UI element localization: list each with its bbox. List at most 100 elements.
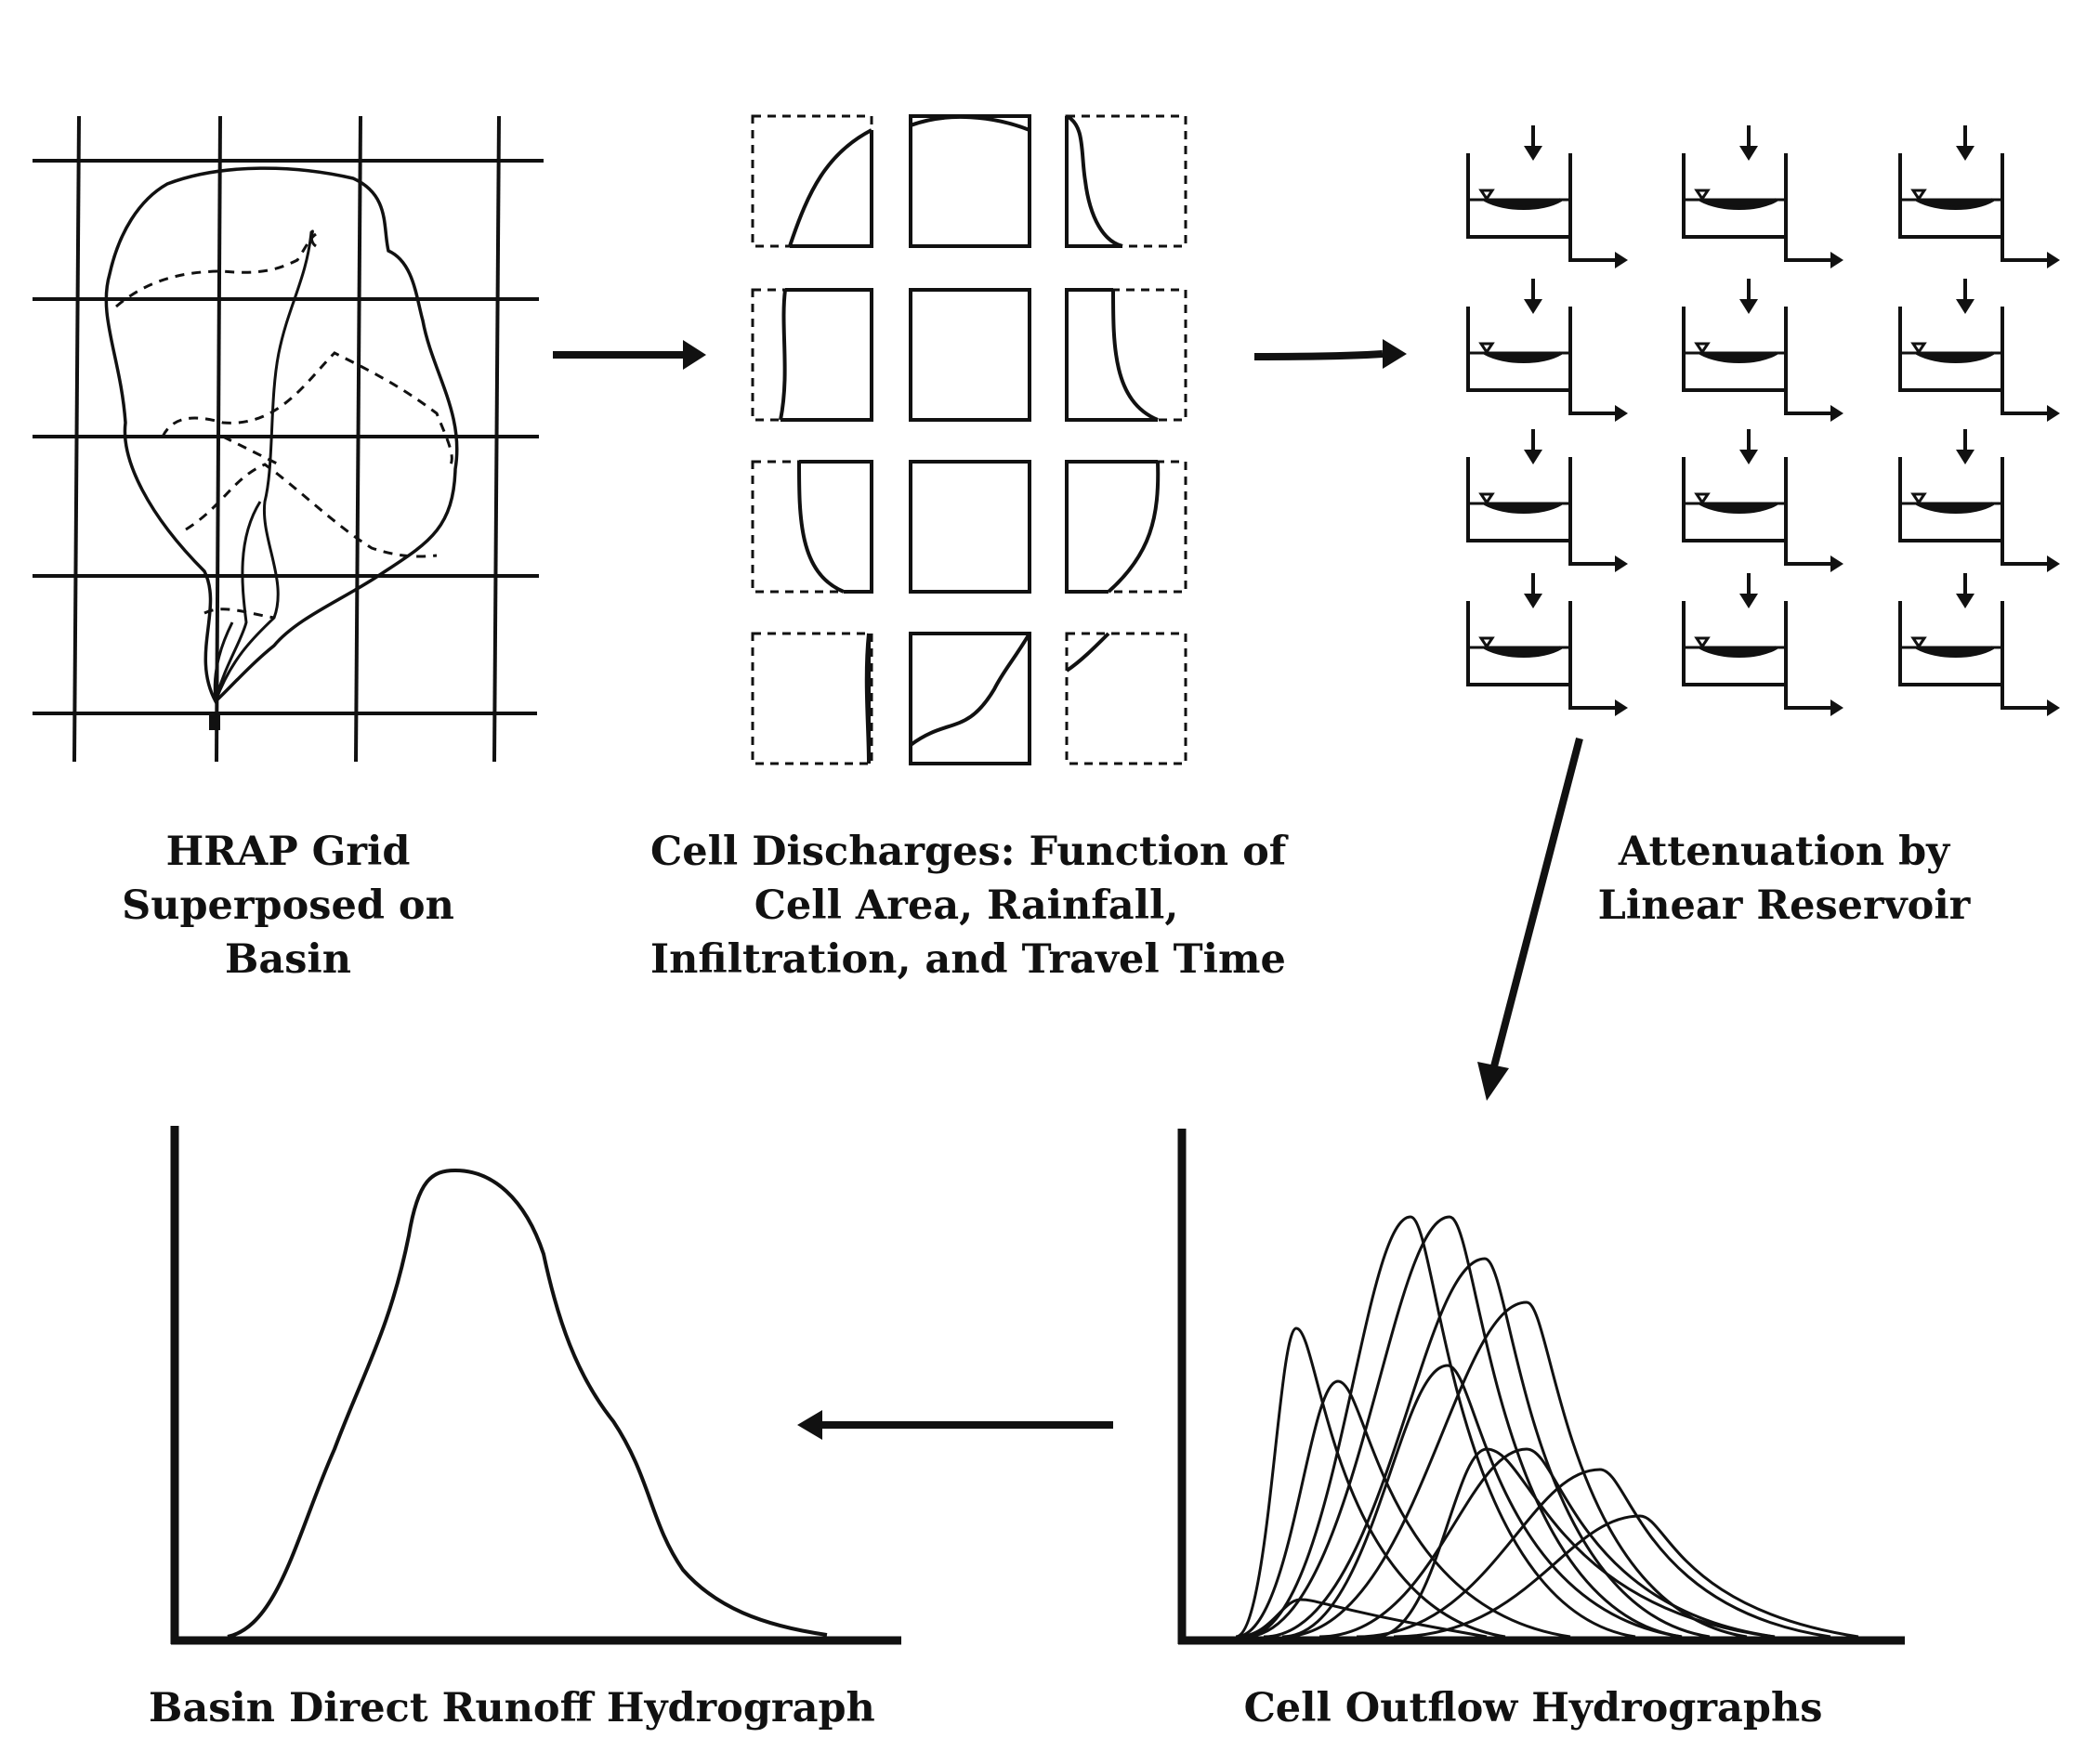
caption-hrap-grid: HRAP Grid Superposed on Basin xyxy=(56,825,520,987)
cell-hydrograph-curve xyxy=(1244,1215,1683,1639)
cell-outflow-hydrographs-plot xyxy=(1177,1129,1905,1645)
hrap-grid-panel xyxy=(33,115,544,763)
cell-4-3 xyxy=(1065,632,1187,765)
water-surface xyxy=(1484,646,1563,658)
cell-hydrograph-curve xyxy=(1374,1447,1776,1639)
cell-full-border xyxy=(909,114,1031,248)
outflow-arrow-icon xyxy=(2047,252,2060,268)
outflow-arrow-icon xyxy=(2047,699,2060,716)
water-surface xyxy=(1916,502,1995,514)
cell-4-2 xyxy=(909,632,1031,765)
outflow-arrow-icon xyxy=(1830,252,1843,268)
water-surface xyxy=(1484,198,1563,210)
inflow-arrow-icon xyxy=(1739,450,1758,464)
cell-partial-border xyxy=(1065,632,1187,765)
cell-3-1 xyxy=(751,460,873,594)
cell-hydrograph-curve xyxy=(1235,1326,1506,1639)
reservoir-tank xyxy=(1898,601,2004,686)
water-level-icon xyxy=(1694,492,1711,505)
reservoir-1-3 xyxy=(1898,125,2060,268)
caption-hrap-line-2: Superposed on xyxy=(122,882,454,929)
caption-hrap-line-3: Basin xyxy=(224,936,351,983)
reservoir-1-1 xyxy=(1466,125,1628,268)
water-level-icon xyxy=(1478,189,1495,202)
cell-partial-border xyxy=(1065,288,1187,422)
reservoir-tank xyxy=(1898,153,2004,239)
inflow-arrow-icon xyxy=(1524,594,1542,608)
reservoir-tank xyxy=(1466,153,1572,239)
cell-full-border xyxy=(909,460,1031,594)
caption-basin-hydrograph: Basin Direct Runoff Hydrograph xyxy=(149,1685,875,1731)
cell-3-3 xyxy=(1065,460,1187,594)
outflow-arrow-icon xyxy=(2047,405,2060,422)
caption-cells-line-1: Cell Discharges: Function of xyxy=(650,829,1287,875)
reservoir-tank xyxy=(1682,601,1788,686)
arrow-hydrographs-to-basin xyxy=(797,1410,1113,1440)
cell-hydrograph-curve xyxy=(1318,1447,1776,1639)
inflow-arrow-icon xyxy=(1524,146,1542,161)
cell-hydrograph-curve xyxy=(1263,1257,1711,1639)
cell-full-border xyxy=(909,288,1031,422)
water-level-icon xyxy=(1694,189,1711,202)
outflow-arrow-icon xyxy=(1615,699,1628,716)
cell-1-2 xyxy=(909,114,1031,248)
cell-basin-boundary xyxy=(1111,289,1159,422)
cell-hydrograph-curve xyxy=(1281,1364,1683,1639)
water-level-icon xyxy=(1478,342,1495,355)
caption-cell-discharges: Cell Discharges: Function of Cell Area, … xyxy=(650,825,1287,987)
basin-streams xyxy=(213,229,318,702)
basin-direct-runoff-plot xyxy=(170,1126,901,1645)
cell-full-border xyxy=(909,632,1031,765)
reservoir-4-2 xyxy=(1682,573,1843,716)
reservoir-2-3 xyxy=(1898,279,2060,422)
water-surface xyxy=(1484,351,1563,363)
arrow-grid-to-cells xyxy=(553,340,706,370)
basin-outline xyxy=(104,166,459,704)
cell-basin-boundary xyxy=(1107,461,1161,594)
outflow-arrow-icon xyxy=(1615,555,1628,572)
reservoir-1-2 xyxy=(1682,125,1843,268)
cell-3-2 xyxy=(909,460,1031,594)
inflow-arrow-icon xyxy=(1739,146,1758,161)
cell-basin-boundary xyxy=(788,128,872,247)
cell-basin-boundary xyxy=(797,461,845,594)
caption-hrap-line-1: HRAP Grid xyxy=(165,829,411,875)
caption-attenuation-line-1: Attenuation by xyxy=(1618,829,1950,875)
outflow-arrow-icon xyxy=(1830,699,1843,716)
water-level-icon xyxy=(1694,636,1711,649)
caption-attenuation: Attenuation by Linear Reservoir xyxy=(1542,825,2026,933)
outflow-arrow-icon xyxy=(2047,555,2060,572)
water-level-icon xyxy=(1910,342,1927,355)
cell-hydrograph-curve xyxy=(1281,1300,1748,1639)
water-level-icon xyxy=(1694,342,1711,355)
cell-4-1 xyxy=(751,632,873,765)
cell-basin-boundary xyxy=(910,114,1030,132)
outflow-arrow-icon xyxy=(1830,405,1843,422)
cell-hydrograph-curve xyxy=(1244,1215,1636,1639)
inflow-arrow-icon xyxy=(1739,299,1758,314)
cell-2-1 xyxy=(751,288,873,422)
inflow-arrow-icon xyxy=(1956,299,1974,314)
inflow-arrow-icon xyxy=(1956,146,1974,161)
reservoir-tank xyxy=(1466,307,1572,392)
caption-cells-line-2: Cell Area, Rainfall, xyxy=(754,882,1179,929)
basin-subbasin-boundaries xyxy=(115,232,453,620)
inflow-arrow-icon xyxy=(1956,594,1974,608)
water-level-icon xyxy=(1478,492,1495,505)
reservoir-tank xyxy=(1682,153,1788,239)
reservoir-tank xyxy=(1898,307,2004,392)
water-level-icon xyxy=(1910,636,1927,649)
cell-basin-boundary xyxy=(1065,114,1123,248)
water-surface xyxy=(1916,198,1995,210)
reservoir-3-3 xyxy=(1898,429,2060,572)
caption-cell-hydrographs: Cell Outflow Hydrographs xyxy=(1243,1685,1823,1731)
reservoir-3-2 xyxy=(1682,429,1843,572)
reservoir-tank xyxy=(1466,601,1572,686)
inflow-arrow-icon xyxy=(1739,594,1758,608)
cell-2-2 xyxy=(909,288,1031,422)
water-level-icon xyxy=(1478,636,1495,649)
inflow-arrow-icon xyxy=(1956,450,1974,464)
water-surface xyxy=(1699,198,1778,210)
hrap-grid-lines xyxy=(33,115,544,763)
